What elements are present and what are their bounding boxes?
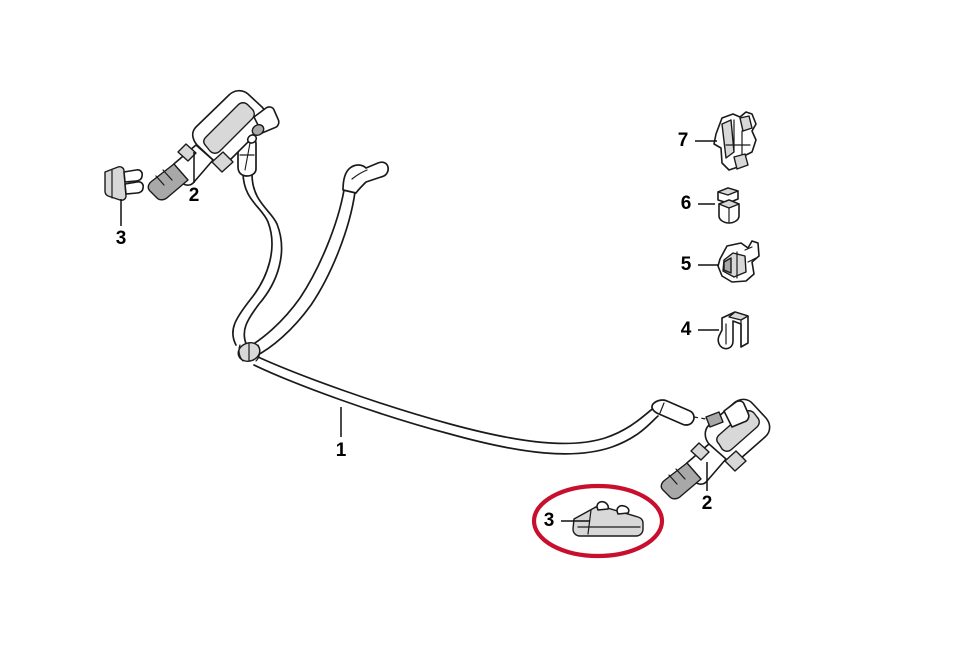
callout-3-nozzle-cover-lower: 3 xyxy=(544,510,590,531)
nozzle-lower-tab-left xyxy=(690,442,710,461)
nozzle-lower-tip xyxy=(660,462,702,500)
nozzle-cover-lower-clip-1 xyxy=(596,500,610,511)
nozzle-upper-tip-line-2 xyxy=(162,169,173,181)
nozzle-lower-tip-line-2 xyxy=(675,468,686,480)
callout-number-washer-nozzle-lower: 2 xyxy=(702,493,713,514)
callout-number-nozzle-cover-upper: 3 xyxy=(116,228,127,249)
hose-elbow-right xyxy=(651,399,695,426)
callout-number-washer-nozzle-upper: 2 xyxy=(189,185,200,206)
grommet-6-lower-top xyxy=(718,199,740,209)
clip-5-line-3 xyxy=(747,257,757,263)
nozzle-upper-inlet-port xyxy=(251,123,265,137)
nozzle-cover-lower-clip-2 xyxy=(616,504,630,515)
hose-elbow-top-detail xyxy=(351,169,368,180)
nozzle-cover-upper-plate xyxy=(104,166,127,201)
callout-number-nozzle-cover-lower: 3 xyxy=(544,510,555,531)
callout-5-hose-clip-round: 5 xyxy=(681,254,719,275)
hose-left-edge xyxy=(231,171,273,346)
nozzle-upper-tip-line-1 xyxy=(155,175,165,186)
grommet-6-upper-top xyxy=(717,187,739,196)
callout-4-hose-clip-small: 4 xyxy=(681,319,719,340)
nozzle-upper-body-shade xyxy=(203,102,255,154)
nozzle-lower-tip-line-1 xyxy=(668,474,678,485)
callout-6-grommet: 6 xyxy=(681,193,715,214)
junction-detail-1 xyxy=(238,344,244,362)
nozzle-lower-assembly-dash xyxy=(693,416,707,420)
callout-number-hose-clip-small: 4 xyxy=(681,319,692,340)
nozzle-lower-body-shade xyxy=(716,410,760,452)
hose-clip-part-4 xyxy=(717,311,749,350)
callout-7-hose-bracket: 7 xyxy=(678,130,717,151)
nozzle-upper-tab-left xyxy=(177,143,197,162)
callout-number-hose-clip-round: 5 xyxy=(681,254,692,275)
bracket-7-face-right xyxy=(739,115,753,132)
nozzle-lower-inlet-port xyxy=(705,411,724,428)
washer-hose-assembly xyxy=(231,133,695,455)
hose-main-edge-top xyxy=(257,356,656,445)
nozzle-upper-tab-right xyxy=(211,151,234,173)
callout-number-grommet: 6 xyxy=(681,193,692,214)
hose-bracket-part-7 xyxy=(713,111,757,171)
bracket-7-face-left xyxy=(721,119,735,159)
callout-2-washer-nozzle-lower: 2 xyxy=(702,462,713,514)
nozzle-cover-upper xyxy=(104,166,144,201)
nozzle-lower-tab-right xyxy=(724,450,747,472)
nozzle-cover-upper-clip-2 xyxy=(124,181,144,195)
hose-elbow-right-ring xyxy=(659,402,665,414)
hose-left-edge-2 xyxy=(243,173,283,347)
nozzle-upper-assembly-line xyxy=(244,142,251,171)
nozzle-cover-upper-clip-1 xyxy=(123,169,143,183)
washer-nozzle-lower xyxy=(660,398,771,500)
clip-5-inner xyxy=(723,257,732,274)
nozzle-lower-inlet xyxy=(723,400,750,428)
callout-1-washer-hose: 1 xyxy=(336,407,347,461)
hose-t-junction xyxy=(237,342,261,362)
hose-mid-edge-2 xyxy=(253,191,356,358)
nozzle-cover-lower xyxy=(572,500,644,537)
clip-5-line-2 xyxy=(744,246,753,251)
callout-2-washer-nozzle-upper: 2 xyxy=(189,152,200,206)
hose-mid-edge-1 xyxy=(244,189,345,350)
hose-clip-part-5 xyxy=(717,240,760,283)
bracket-7-foot xyxy=(733,153,749,170)
highlight-ellipse-part-3 xyxy=(531,483,665,559)
washer-nozzle-upper xyxy=(147,89,280,201)
grommet-part-6 xyxy=(717,187,740,224)
nozzle-upper-inlet-nut xyxy=(246,134,258,144)
hose-main-edge-bottom xyxy=(253,364,659,455)
callout-number-hose-bracket: 7 xyxy=(678,130,689,151)
callout-number-washer-hose: 1 xyxy=(336,440,347,461)
callout-layer: 1 2 3 2 3 4 5 6 7 xyxy=(116,130,719,531)
junction-detail-2 xyxy=(255,344,261,362)
nozzle-upper-tip xyxy=(147,163,189,201)
hose-elbow-top-middle xyxy=(342,161,390,194)
nozzle-cover-lower-face-line xyxy=(587,509,592,535)
callout-3-nozzle-cover-upper: 3 xyxy=(116,199,127,249)
